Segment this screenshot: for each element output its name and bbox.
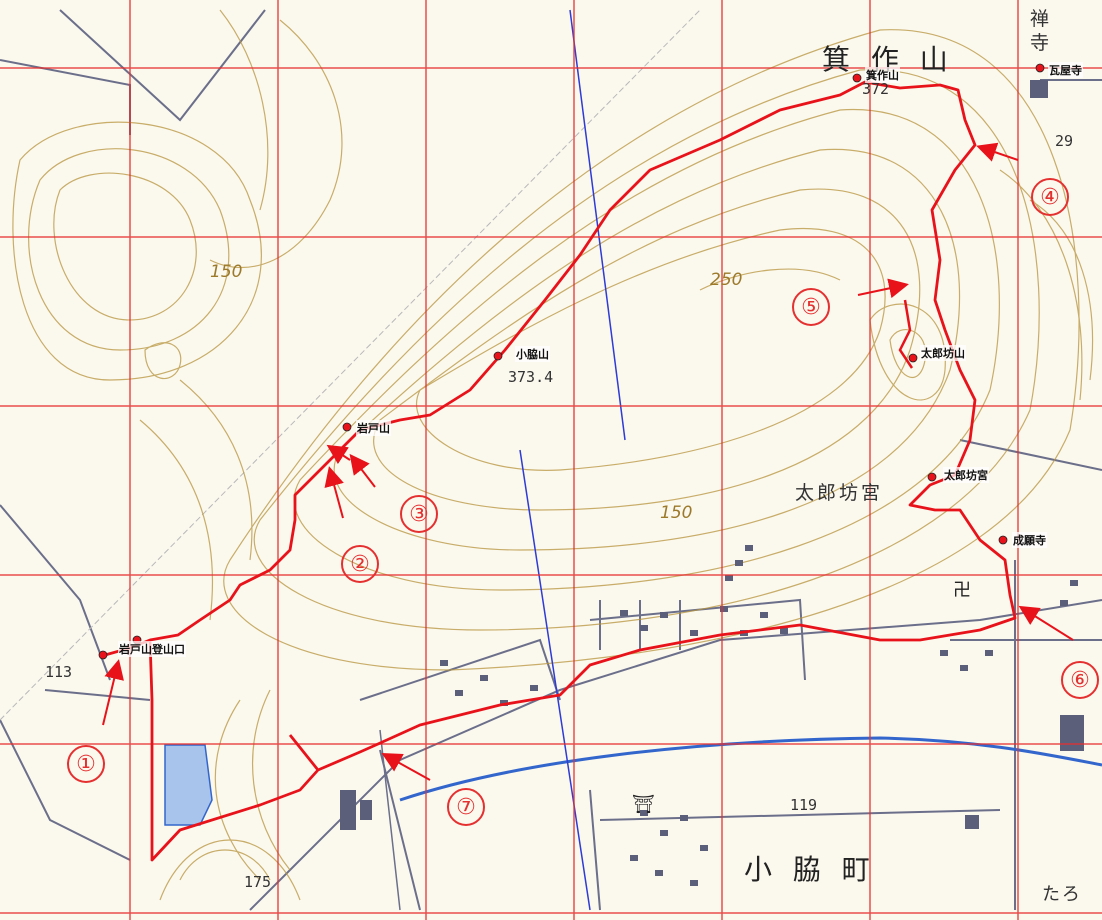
summit-pins	[98, 63, 1045, 660]
elevation-kowaki: 373.4	[508, 368, 554, 386]
waypoint-marker-1[interactable]: ①	[67, 745, 105, 783]
peak-label-iwato: 岩戸山	[356, 420, 391, 436]
edge-label-bottom: たろ	[1042, 884, 1083, 905]
temple-label-joganji: 成願寺	[1012, 532, 1047, 548]
town-label-kowaki: 小 脇 町	[744, 853, 876, 886]
temple-symbol-icon: 卍	[953, 580, 971, 601]
peak-label-kawaraya: 瓦屋寺	[1048, 62, 1083, 78]
side-trail	[898, 299, 914, 369]
annotation-arrows	[102, 142, 1074, 781]
waypoint-marker-2[interactable]: ②	[341, 545, 379, 583]
contour-label-150-east: 150	[660, 503, 693, 523]
contour-label-150-west: 150	[210, 262, 243, 282]
spot-height-175: 175	[244, 873, 272, 891]
contour-label-250: 250	[710, 270, 743, 290]
elevation-minosaku: 372	[862, 80, 890, 98]
edge-label-top2: 寺	[1030, 32, 1053, 54]
peak-label-kowaki: 小脇山	[515, 346, 550, 362]
shrine-label-tarobo: 太郎坊宮	[795, 482, 884, 504]
edge-label-top: 禅	[1030, 8, 1053, 30]
spot-height-119: 119	[790, 796, 818, 814]
trailhead-label: 岩戸山登山口	[118, 641, 186, 657]
shrine-pin-label: 太郎坊宮	[943, 467, 989, 483]
power-line	[0, 9, 701, 721]
waypoint-marker-3[interactable]: ③	[400, 495, 438, 533]
peak-label-tarobo: 太郎坊山	[920, 345, 966, 361]
shrine-symbol-icon: ⛩	[632, 794, 655, 815]
roads	[0, 9, 1102, 911]
contour-lines	[12, 9, 1093, 901]
water-features	[164, 9, 1102, 911]
peak-label-minosaku: 箕作山	[865, 67, 900, 83]
buildings	[340, 80, 1084, 886]
waypoint-marker-6[interactable]: ⑥	[1061, 661, 1099, 699]
waypoint-marker-5[interactable]: ⑤	[792, 288, 830, 326]
waypoint-marker-4[interactable]: ④	[1031, 178, 1069, 216]
spot-height-113: 113	[45, 663, 73, 681]
waypoint-marker-7[interactable]: ⑦	[447, 788, 485, 826]
spot-height-29: 29	[1055, 132, 1074, 150]
